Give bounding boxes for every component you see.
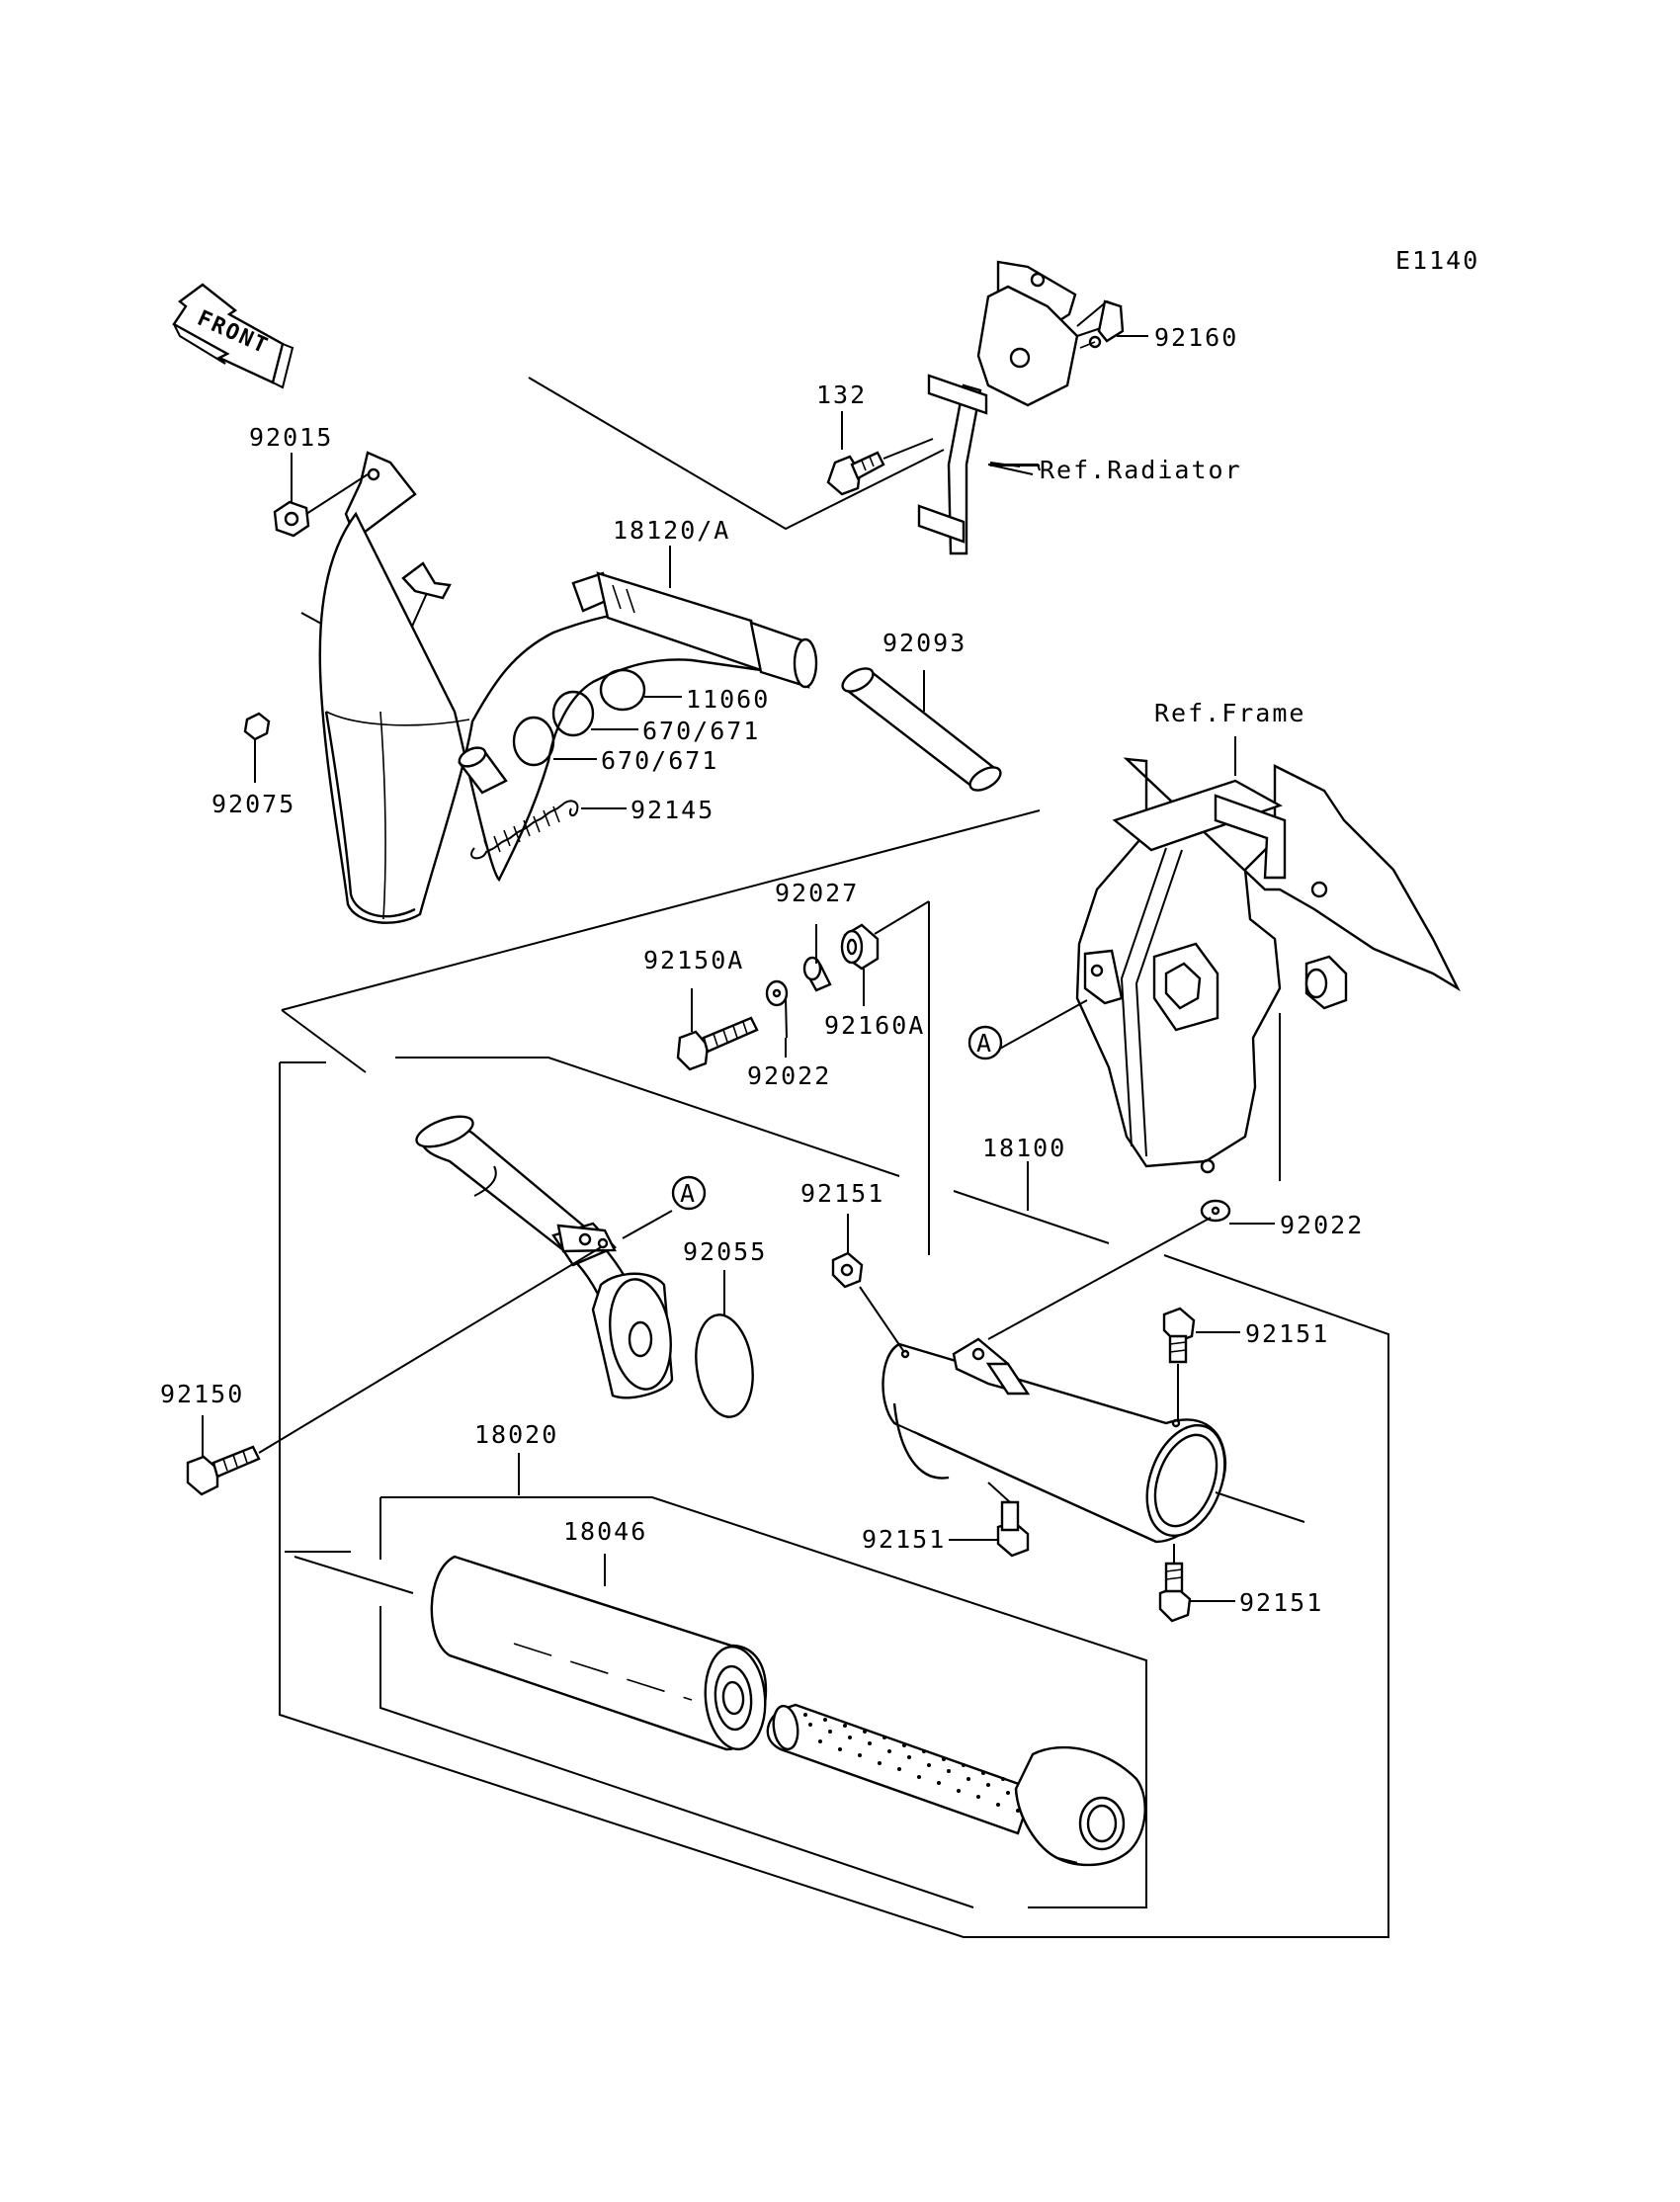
nut-92015 bbox=[273, 500, 310, 538]
leader-marker-a-header bbox=[622, 1210, 673, 1239]
frame-inner-line bbox=[294, 1556, 414, 1594]
washer-92022-b bbox=[1200, 1199, 1231, 1223]
radiator-bracket bbox=[917, 260, 1125, 555]
label-18120a: 18120/A bbox=[613, 516, 730, 545]
front-arrow-icon: FRONT bbox=[172, 283, 294, 389]
silencer-body-18100 bbox=[882, 1337, 1305, 1544]
leader-92015 bbox=[305, 473, 369, 515]
label-670-671-b: 670/671 bbox=[601, 746, 718, 775]
silencer-core-18046 bbox=[430, 1555, 768, 1751]
label-92093: 92093 bbox=[882, 629, 966, 657]
marker-a-header-label: A bbox=[680, 1179, 697, 1208]
washer-92022-a bbox=[765, 979, 789, 1007]
marker-a-frame-label: A bbox=[976, 1029, 993, 1058]
leader-92151-c-line bbox=[987, 1482, 1011, 1503]
label-11060: 11060 bbox=[686, 685, 770, 714]
bolt-92150 bbox=[186, 1445, 261, 1496]
spring-92145 bbox=[458, 746, 579, 860]
leader-92022-a bbox=[785, 997, 788, 1058]
leader-92151-a-line bbox=[859, 1286, 905, 1353]
label-18046: 18046 bbox=[563, 1517, 647, 1546]
label-92151-d: 92151 bbox=[1239, 1588, 1323, 1617]
leader-92022-b-line bbox=[987, 1217, 1212, 1340]
frame-inner bbox=[380, 1496, 1147, 1908]
label-92151-b: 92151 bbox=[1245, 1319, 1329, 1348]
bolt-92151-c bbox=[996, 1500, 1030, 1558]
label-92150: 92150 bbox=[160, 1380, 244, 1408]
ref-radiator: Ref.Radiator bbox=[1040, 456, 1242, 484]
label-18020: 18020 bbox=[474, 1420, 558, 1449]
label-92055: 92055 bbox=[683, 1237, 767, 1266]
leader-92160-dash bbox=[1079, 341, 1096, 349]
damper-92160a bbox=[840, 923, 880, 971]
label-18100: 18100 bbox=[982, 1134, 1066, 1162]
label-92145: 92145 bbox=[630, 796, 714, 824]
frame-outer bbox=[279, 1062, 1389, 1938]
label-92160: 92160 bbox=[1154, 323, 1238, 352]
frame-line-left-top bbox=[281, 1009, 367, 1073]
grommet-92075 bbox=[243, 712, 271, 741]
leader-132-shaft bbox=[882, 438, 934, 460]
label-670-671-a: 670/671 bbox=[642, 717, 760, 745]
label-132: 132 bbox=[816, 381, 867, 409]
gasket-92055 bbox=[695, 1313, 754, 1418]
label-92022-a: 92022 bbox=[747, 1061, 831, 1090]
label-92151-c: 92151 bbox=[862, 1525, 946, 1554]
frame-inner-left bbox=[379, 1497, 974, 1908]
o-ring-670-671-b bbox=[512, 716, 555, 767]
frame-line-top bbox=[528, 377, 945, 531]
bolt-92150a bbox=[676, 1016, 759, 1071]
diagram-code: E1140 bbox=[1395, 246, 1479, 275]
label-92151-a: 92151 bbox=[800, 1179, 884, 1208]
frame-line-diag bbox=[281, 809, 1041, 1011]
leader-marker-a-frame bbox=[997, 999, 1088, 1051]
marker-a-header bbox=[671, 1175, 707, 1211]
frame-top-line bbox=[395, 1057, 900, 1177]
label-92075: 92075 bbox=[211, 790, 295, 818]
o-ring-11060 bbox=[599, 668, 646, 712]
frame-top-line-2 bbox=[953, 1190, 1110, 1244]
bolt-92151-a bbox=[831, 1251, 864, 1289]
end-cap bbox=[1014, 1745, 1146, 1867]
label-92027: 92027 bbox=[775, 879, 859, 907]
perforated-tube bbox=[766, 1703, 1035, 1835]
label-92150a: 92150A bbox=[643, 946, 744, 974]
bolt-92151-d bbox=[1158, 1562, 1192, 1623]
bolt-132 bbox=[826, 451, 885, 496]
ref-frame: Ref.Frame bbox=[1154, 699, 1305, 727]
bolt-92151-b bbox=[1162, 1307, 1196, 1364]
label-92022-b: 92022 bbox=[1280, 1211, 1364, 1239]
o-ring-670-671-a bbox=[551, 690, 595, 737]
label-92015: 92015 bbox=[249, 423, 333, 452]
leader-92150-shaft bbox=[258, 1246, 602, 1454]
sleeve-92093 bbox=[841, 667, 1002, 792]
label-92160a: 92160A bbox=[824, 1011, 925, 1040]
frame-section bbox=[1075, 757, 1461, 1181]
marker-a-frame bbox=[967, 1025, 1003, 1060]
frame-line-center-top bbox=[874, 900, 930, 935]
header-pipe bbox=[415, 1115, 674, 1399]
